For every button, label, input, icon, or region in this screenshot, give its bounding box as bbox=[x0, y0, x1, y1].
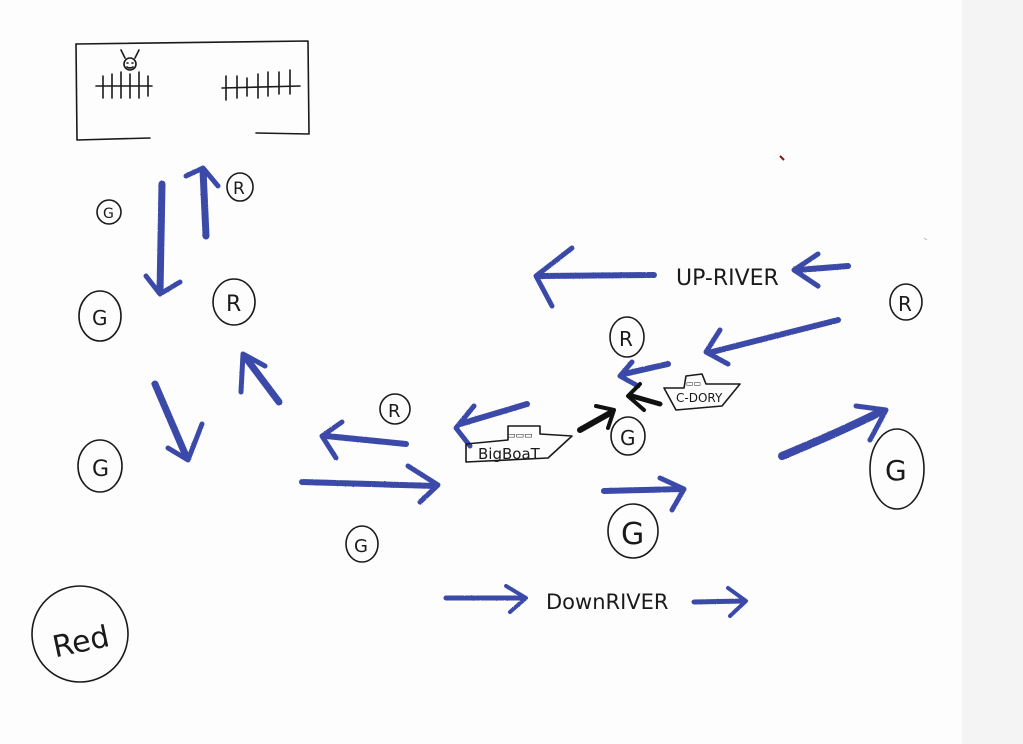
person-icon bbox=[120, 49, 140, 71]
arrow-bigboat-left bbox=[453, 401, 530, 449]
downriver-label: DownRIVER bbox=[546, 590, 669, 614]
svg-text:G: G bbox=[885, 454, 907, 487]
c-dory-boat: ▭▭ C-DORY bbox=[663, 373, 741, 411]
svg-text:G: G bbox=[621, 517, 644, 552]
marker-green: G bbox=[77, 439, 123, 493]
arrow-left-mid bbox=[319, 419, 409, 461]
arrow-downriver-left bbox=[443, 584, 528, 614]
arrow-downriver-right bbox=[691, 586, 748, 618]
dock-slips-left bbox=[95, 71, 153, 99]
stray-mark bbox=[779, 155, 785, 161]
arrow-right-mid bbox=[299, 463, 441, 505]
arrow-upward-right bbox=[778, 403, 889, 460]
marker-red: R bbox=[379, 393, 411, 425]
svg-text:R: R bbox=[233, 179, 245, 199]
marker-green: G bbox=[610, 416, 646, 456]
dock-area bbox=[75, 40, 310, 141]
marker-red: R bbox=[609, 316, 645, 358]
arrow-cdory-to-g bbox=[626, 382, 663, 412]
stray-mark bbox=[923, 237, 928, 241]
legend-red-label: Red bbox=[49, 619, 112, 665]
page-edge-shadow bbox=[962, 0, 1023, 744]
arrow-right-to-g bbox=[601, 475, 687, 513]
arrow-cdory-approach bbox=[703, 317, 841, 367]
marker-green: G bbox=[345, 525, 379, 563]
dock-slips-right bbox=[221, 69, 301, 101]
marker-green: G bbox=[607, 503, 659, 559]
c-dory-windows: ▭▭ bbox=[686, 379, 701, 388]
svg-text:R: R bbox=[898, 292, 912, 316]
upriver-label: UP-RIVER bbox=[676, 266, 779, 291]
svg-text:R: R bbox=[226, 292, 241, 317]
svg-text:G: G bbox=[92, 457, 109, 482]
big-boat: ▭▭▭ BigBoaT bbox=[465, 425, 573, 463]
arrow-up-to-dock bbox=[183, 165, 221, 240]
navigation-markers: R G G R G R G R bbox=[77, 172, 925, 563]
svg-text:G: G bbox=[354, 536, 368, 557]
svg-text:R: R bbox=[619, 327, 633, 351]
svg-text:G: G bbox=[103, 206, 114, 222]
marker-red: R bbox=[212, 278, 256, 326]
arrow-up-left bbox=[238, 351, 283, 406]
marker-green: G bbox=[78, 290, 122, 342]
svg-text:G: G bbox=[620, 426, 636, 450]
arrow-upriver-short bbox=[791, 251, 851, 289]
arrow-down-from-dock bbox=[143, 180, 183, 297]
c-dory-label: C-DORY bbox=[676, 391, 723, 405]
marker-red: R bbox=[226, 172, 254, 202]
arrow-small-left bbox=[617, 359, 671, 389]
marker-red: R bbox=[889, 283, 923, 321]
arrow-down-right bbox=[151, 380, 205, 463]
dock-outline-right bbox=[75, 40, 310, 135]
svg-text:G: G bbox=[92, 306, 108, 330]
route-arrows bbox=[143, 165, 889, 618]
svg-text:R: R bbox=[388, 401, 401, 422]
marker-green: G bbox=[869, 428, 925, 510]
black-arrows bbox=[577, 382, 663, 433]
legend-red: Red bbox=[31, 585, 129, 683]
dock-outline-left bbox=[75, 43, 151, 141]
arrow-bigboat-to-g bbox=[577, 404, 616, 433]
arrow-upriver-long bbox=[533, 245, 657, 309]
marker-green: G bbox=[96, 199, 122, 225]
big-boat-label: BigBoaT bbox=[478, 445, 541, 463]
big-boat-windows: ▭▭▭ bbox=[507, 431, 533, 441]
